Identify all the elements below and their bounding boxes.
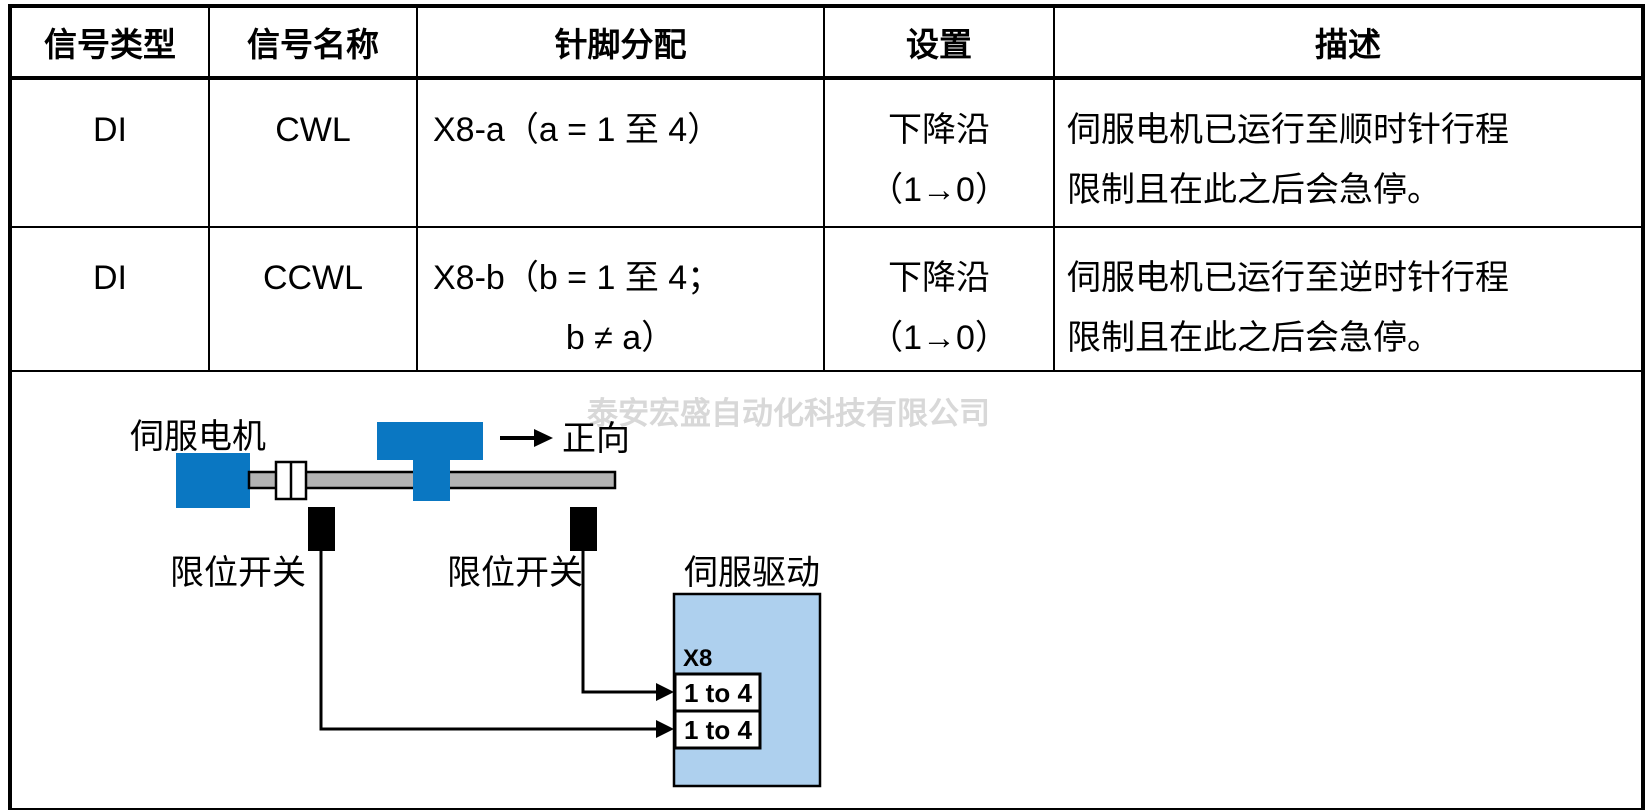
forward-label: 正向 [562, 420, 630, 458]
cwl-setting: 下降沿 （1→0） [823, 77, 1055, 228]
ccwl-setting: 下降沿 （1→0） [823, 226, 1055, 372]
limit-switch-right [570, 507, 597, 551]
ccwl-desc-line2: 限制且在此之后会急停。 [1067, 319, 1441, 357]
ccwl-pin-assignment: X8-b（b = 1 至 4； b ≠ a） [416, 226, 825, 372]
ccwl-description: 伺服电机已运行至逆时针行程 限制且在此之后会急停。 [1053, 226, 1644, 372]
ccwl-setting-line1: 下降沿 [888, 259, 990, 297]
cwl-pin-assignment: X8-a（a = 1 至 4） [416, 77, 825, 228]
pin-range-top-label: 1 to 4 [684, 678, 752, 708]
pin-box-bottom [673, 709, 762, 750]
ccwl-signal-name: CCWL [208, 226, 418, 372]
header-signal-name: 信号名称 [208, 5, 418, 80]
diagram-cell: 泰安宏盛自动化科技有限公司 伺服电机 正 [9, 370, 1644, 810]
header-pin-assignment: 针脚分配 [416, 5, 825, 80]
signal-table: 信号类型 信号名称 针脚分配 设置 描述 DI CWL X8-a（a = 1 至… [8, 4, 1645, 810]
pin-range-bottom-label: 1 to 4 [684, 715, 752, 745]
table-row-cwl: DI CWL X8-a（a = 1 至 4） 下降沿 （1→0） 伺服电机已运行… [9, 77, 1644, 228]
cwl-desc-line2: 限制且在此之后会急停。 [1067, 171, 1441, 209]
servo-motor-box [176, 453, 250, 508]
watermark-text: 泰安宏盛自动化科技有限公司 [587, 396, 990, 431]
pin-box-top [673, 672, 762, 713]
ccwl-pin-line1: X8-b（b = 1 至 4； [433, 259, 722, 297]
cwl-setting-line1: 下降沿 [888, 111, 990, 149]
slider-top [377, 422, 483, 460]
wire-right-switch [581, 551, 656, 694]
cwl-setting-line2: （1→0） [869, 171, 1009, 209]
limit-switch-right-label: 限位开关 [447, 554, 583, 592]
header-signal-type: 信号类型 [9, 5, 210, 80]
ccwl-desc-line1: 伺服电机已运行至逆时针行程 [1067, 259, 1509, 297]
header-description: 描述 [1053, 5, 1644, 80]
diagram-row: 泰安宏盛自动化科技有限公司 伺服电机 正 [9, 370, 1644, 810]
ccwl-pin-line2: b ≠ a） [565, 319, 676, 357]
slider-stem [413, 459, 450, 501]
ccwl-signal-type: DI [9, 226, 210, 372]
forward-arrow-head [534, 429, 553, 447]
ccwl-setting-line2: （1→0） [869, 319, 1009, 357]
wire-right-arrow-head [656, 683, 674, 701]
cwl-signal-type: DI [9, 77, 210, 228]
header-setting: 设置 [823, 5, 1055, 80]
connector-label: X8 [683, 645, 712, 672]
limit-switch-diagram: 泰安宏盛自动化科技有限公司 伺服电机 正 [130, 396, 990, 788]
servo-motor-label: 伺服电机 [130, 418, 266, 456]
limit-switch-left [308, 507, 335, 551]
cwl-pin-line1: X8-a（a = 1 至 4） [433, 111, 722, 149]
table-row-ccwl: DI CCWL X8-b（b = 1 至 4； b ≠ a） 下降沿 （1→0）… [9, 226, 1644, 372]
cwl-signal-name: CWL [208, 77, 418, 228]
wire-left-switch [319, 551, 656, 731]
table-header-row: 信号类型 信号名称 针脚分配 设置 描述 [9, 5, 1644, 80]
servo-drive-label: 伺服驱动 [684, 554, 820, 592]
cwl-description: 伺服电机已运行至顺时针行程 限制且在此之后会急停。 [1053, 77, 1644, 228]
wire-left-arrow-head [656, 720, 674, 738]
limit-switch-left-label: 限位开关 [170, 554, 306, 592]
cwl-desc-line1: 伺服电机已运行至顺时针行程 [1067, 111, 1509, 149]
